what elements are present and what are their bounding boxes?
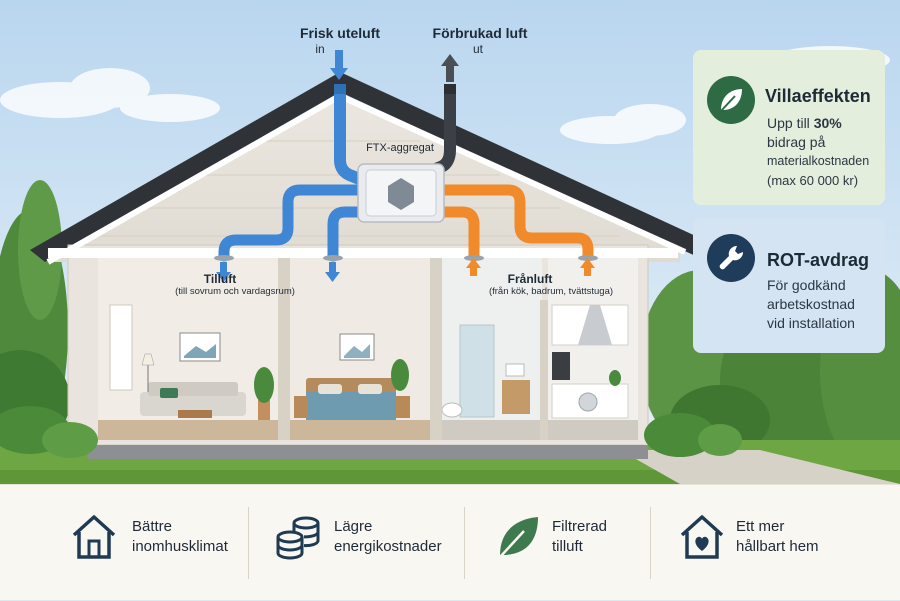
leaf-icon <box>720 89 742 112</box>
ftx-unit <box>357 163 445 223</box>
extract-sub-label: (från kök, badrum, tvättstuga) <box>488 286 614 297</box>
arrow-supply-right <box>325 262 340 282</box>
feature-sustainable-home: Ett mer hållbart hem <box>672 485 872 601</box>
feature-3-line1: Filtrerad <box>552 518 608 535</box>
divider-2 <box>464 507 465 579</box>
feature-filtered-air: Filtrerad tilluft <box>488 485 648 601</box>
vents <box>214 255 598 261</box>
bushes <box>0 406 742 458</box>
house-icon <box>72 515 116 559</box>
villa-line4: (max 60 000 kr) <box>767 173 859 188</box>
feature-energy-costs: Lägre energikostnader <box>268 485 458 601</box>
kitchen <box>548 258 638 440</box>
rot-line3: vid installation <box>767 315 855 331</box>
foundation <box>88 445 648 459</box>
unit-fan-icon <box>388 178 414 210</box>
rot-icon-circle <box>707 234 755 282</box>
villa-line3: materialkostnaden <box>767 154 870 168</box>
extract-duct-kitchen <box>434 184 594 262</box>
villa-icon-circle <box>707 76 755 124</box>
feature-indoor-climate: Bättre inomhusklimat <box>62 485 252 601</box>
path <box>620 450 900 484</box>
arrow-exhaust-out <box>441 54 459 82</box>
feature-2-line2: energikostnader <box>334 538 442 555</box>
supply-label: Tilluft <box>203 272 237 286</box>
supply-duct-right <box>327 206 368 262</box>
villa-line1-prefix: Upp till <box>767 115 814 131</box>
fresh-air-sub-label: in <box>315 42 325 56</box>
rot-title: ROT-avdrag <box>767 250 870 270</box>
villa-title: Villaeffekten <box>765 86 871 106</box>
feature-1-line2: inomhusklimat <box>132 538 228 555</box>
arrow-extract-bath <box>466 258 481 276</box>
benefits-bar: Bättre inomhusklimat Lägre energikostnad… <box>0 484 900 600</box>
fresh-air-duct <box>334 84 368 186</box>
exhaust-air-label: Förbrukad luft <box>432 25 528 41</box>
arrow-supply-left <box>216 262 231 282</box>
arrow-extract-kitchen <box>580 258 595 276</box>
feature-2-line1: Lägre <box>334 518 373 535</box>
feature-3-line2: tilluft <box>552 538 583 555</box>
heart-house-icon <box>680 515 724 559</box>
rot-body: För godkänd arbetskostnad vid installati… <box>767 276 883 333</box>
divider-3 <box>650 507 651 579</box>
divider-1 <box>248 507 249 579</box>
villaeffekten-card: Villaeffekten Upp till 30% bidrag på mat… <box>693 50 885 205</box>
feature-4-line1: Ett mer <box>736 518 785 535</box>
feature-4-line2: hållbart hem <box>736 538 819 555</box>
ducts <box>218 84 594 262</box>
extract-label: Frånluft <box>507 272 553 286</box>
feature-1-line1: Bättre <box>132 518 173 535</box>
rot-card: ROT-avdrag För godkänd arbetskostnad vid… <box>693 218 885 353</box>
ftx-unit-label: FTX-aggregat <box>366 142 434 154</box>
villa-body: Upp till 30% bidrag på materialkostnaden… <box>767 114 883 190</box>
wrench-icon <box>719 245 744 270</box>
coins-icon <box>276 516 320 560</box>
arrow-fresh-in <box>330 50 348 80</box>
supply-duct-left <box>218 184 368 262</box>
bathroom <box>441 258 542 440</box>
living-room <box>98 258 278 440</box>
villa-line1-bold: 30% <box>813 115 842 131</box>
supply-sub-label: (till sovrum och vardagsrum) <box>175 286 295 297</box>
extract-duct-bath <box>434 206 480 262</box>
villa-line2: bidrag på <box>767 134 826 150</box>
fresh-air-label: Frisk uteluft <box>299 25 381 41</box>
leaf-icon <box>500 517 538 557</box>
bedroom <box>290 258 430 440</box>
rot-line2: arbetskostnad <box>767 296 855 312</box>
exhaust-air-sub-label: ut <box>472 42 483 56</box>
rot-line1: För godkänd <box>767 277 846 293</box>
